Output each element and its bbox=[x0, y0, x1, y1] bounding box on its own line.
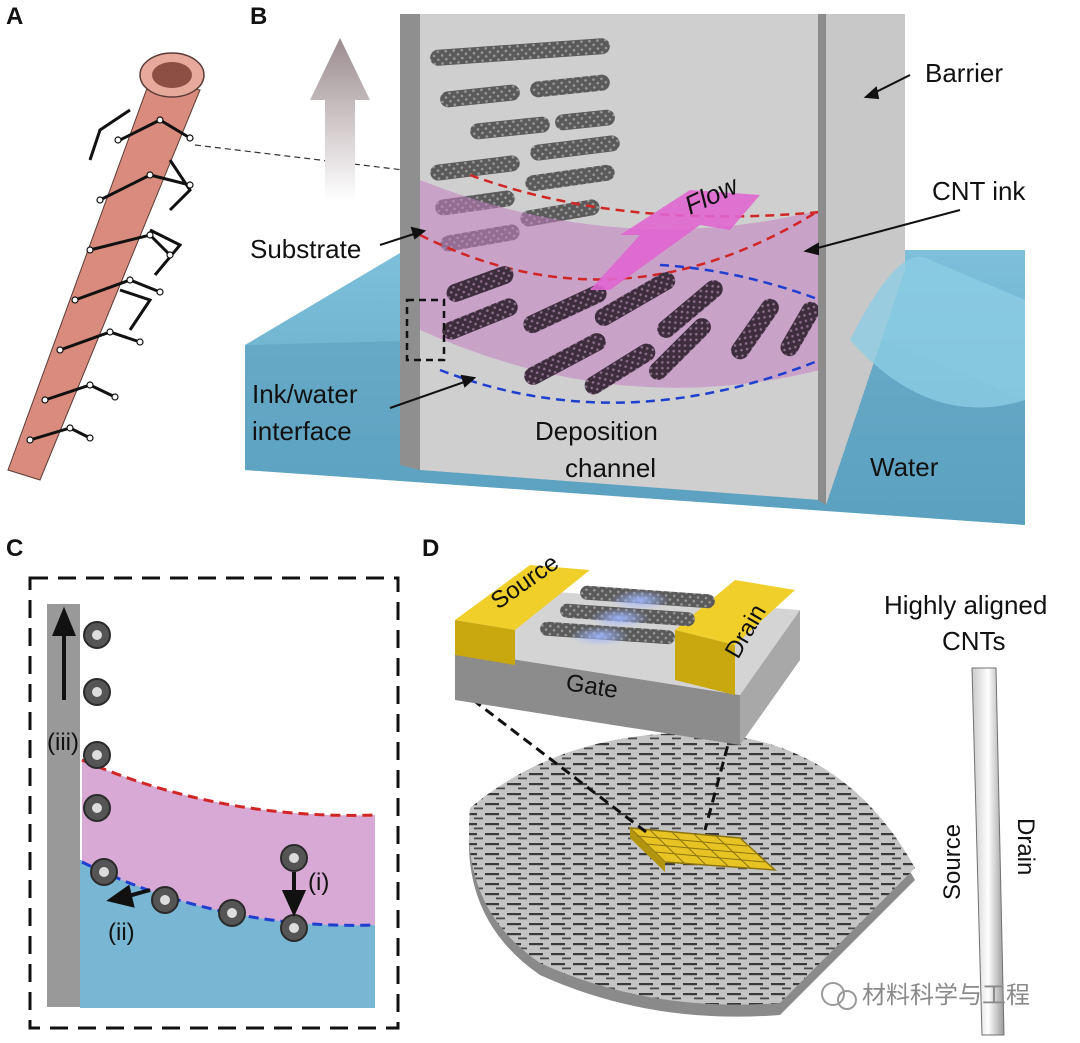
step-ii-label: (ii) bbox=[108, 919, 135, 946]
substrate-label: Substrate bbox=[250, 234, 361, 264]
interface-label-line1: Ink/water bbox=[252, 379, 358, 409]
aligned-title-line2: CNTs bbox=[942, 626, 1006, 656]
panel-d: D bbox=[422, 535, 1047, 1036]
panel-c-label: C bbox=[6, 535, 23, 562]
channel-label-line1: Deposition bbox=[535, 416, 658, 446]
panel-b: B bbox=[245, 3, 1026, 525]
ink-region bbox=[82, 760, 375, 926]
ink-top-line bbox=[81, 758, 376, 817]
water-splash bbox=[850, 256, 1025, 408]
barrier-label: Barrier bbox=[925, 58, 1003, 88]
panel-c: C (iii) (i) (ii) bbox=[6, 535, 400, 1030]
barrier-plate bbox=[826, 14, 905, 505]
water-label: Water bbox=[870, 452, 939, 482]
panel-d-label: D bbox=[422, 535, 439, 562]
channel-label-line2: channel bbox=[565, 453, 656, 483]
flow-arrow bbox=[590, 190, 760, 290]
panel-a-label: A bbox=[6, 3, 23, 30]
cnt-ink-label: CNT ink bbox=[932, 176, 1026, 206]
interface-label-line2: interface bbox=[252, 416, 352, 446]
vertical-drain-label: Drain bbox=[1012, 818, 1039, 875]
barrier-edge bbox=[818, 14, 826, 505]
watermark-text: 材料科学与工程 bbox=[862, 981, 1030, 1009]
pull-up-arrow bbox=[310, 38, 370, 200]
transistor-inset bbox=[455, 565, 800, 745]
zoom-leader-line bbox=[194, 144, 421, 173]
nanotube-illustration bbox=[7, 52, 205, 481]
device-array bbox=[627, 827, 778, 872]
watermark: 材料科学与工程 bbox=[821, 981, 1030, 1010]
zoom-box bbox=[405, 298, 446, 362]
vertical-source-label: Source bbox=[939, 824, 966, 900]
step-i-label: (i) bbox=[308, 869, 329, 896]
callout-arrows bbox=[379, 74, 961, 409]
cnt-cores bbox=[92, 630, 299, 933]
zoom-frame bbox=[28, 576, 400, 1030]
zoom-line-left bbox=[459, 688, 651, 837]
ink-water-back-boundary bbox=[659, 263, 821, 302]
ink-water-boundary bbox=[439, 358, 821, 404]
aligned-cnt-bundle bbox=[971, 667, 1005, 1036]
wechat-icon bbox=[821, 982, 845, 1006]
step-iii-label: (iii) bbox=[47, 729, 79, 756]
wafer bbox=[468, 733, 915, 1017]
panel-b-label: B bbox=[250, 3, 267, 30]
floating-cnts bbox=[442, 266, 820, 395]
substrate-edge bbox=[400, 14, 420, 470]
ink-back-boundary bbox=[469, 173, 821, 218]
process-arrows bbox=[52, 606, 307, 917]
panel-a: A bbox=[6, 3, 421, 481]
cnt-ink-layer bbox=[420, 180, 820, 388]
aligned-title-line1: Highly aligned bbox=[884, 590, 1047, 620]
